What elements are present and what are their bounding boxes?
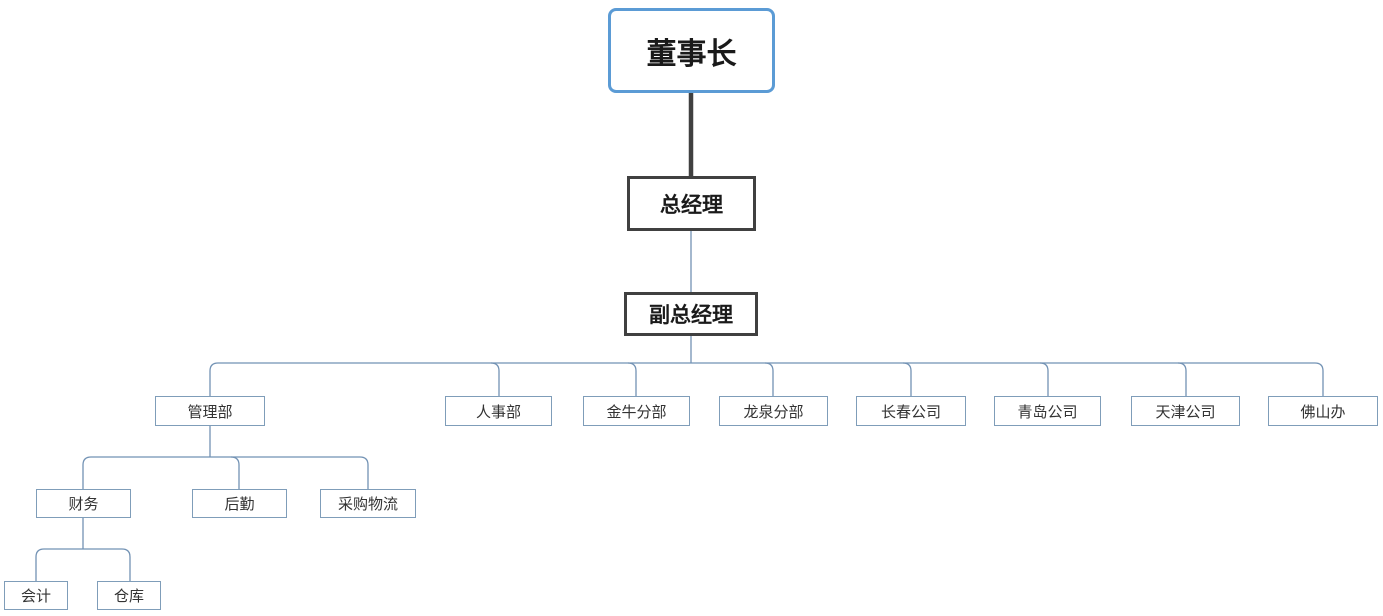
org-node-management-dept[interactable]: 管理部 <box>155 396 265 426</box>
org-node-tianjin-company[interactable]: 天津公司 <box>1131 396 1240 426</box>
connector-drop-longquan <box>764 362 774 396</box>
org-node-changchun-company[interactable]: 长春公司 <box>856 396 966 426</box>
connector-rail-level4 <box>209 362 1324 396</box>
org-node-finance[interactable]: 财务 <box>36 489 131 518</box>
connector-drop-qingdao <box>1039 362 1049 396</box>
connector-rail-level5 <box>82 456 369 489</box>
org-node-warehouse[interactable]: 仓库 <box>97 581 161 610</box>
org-node-qingdao-company[interactable]: 青岛公司 <box>994 396 1101 426</box>
connector-drop-tianjin <box>1177 362 1187 396</box>
org-node-foshan-office[interactable]: 佛山办 <box>1268 396 1378 426</box>
connector-drop-hr <box>490 362 500 396</box>
org-node-hr-dept[interactable]: 人事部 <box>445 396 552 426</box>
org-node-logistics[interactable]: 后勤 <box>192 489 287 518</box>
org-node-jinniu-branch[interactable]: 金牛分部 <box>583 396 690 426</box>
connector-drop-jinniu <box>627 362 637 396</box>
connector-rail-level6 <box>35 548 131 581</box>
org-node-general-manager[interactable]: 总经理 <box>627 176 756 231</box>
connector-drop-changchun <box>902 362 912 396</box>
connector-drop-logistics <box>230 456 240 489</box>
org-node-accounting[interactable]: 会计 <box>4 581 68 610</box>
org-node-chairman[interactable]: 董事长 <box>608 8 775 93</box>
org-node-longquan-branch[interactable]: 龙泉分部 <box>719 396 828 426</box>
org-node-procurement-logistics[interactable]: 采购物流 <box>320 489 416 518</box>
org-node-deputy-general-manager[interactable]: 副总经理 <box>624 292 758 336</box>
